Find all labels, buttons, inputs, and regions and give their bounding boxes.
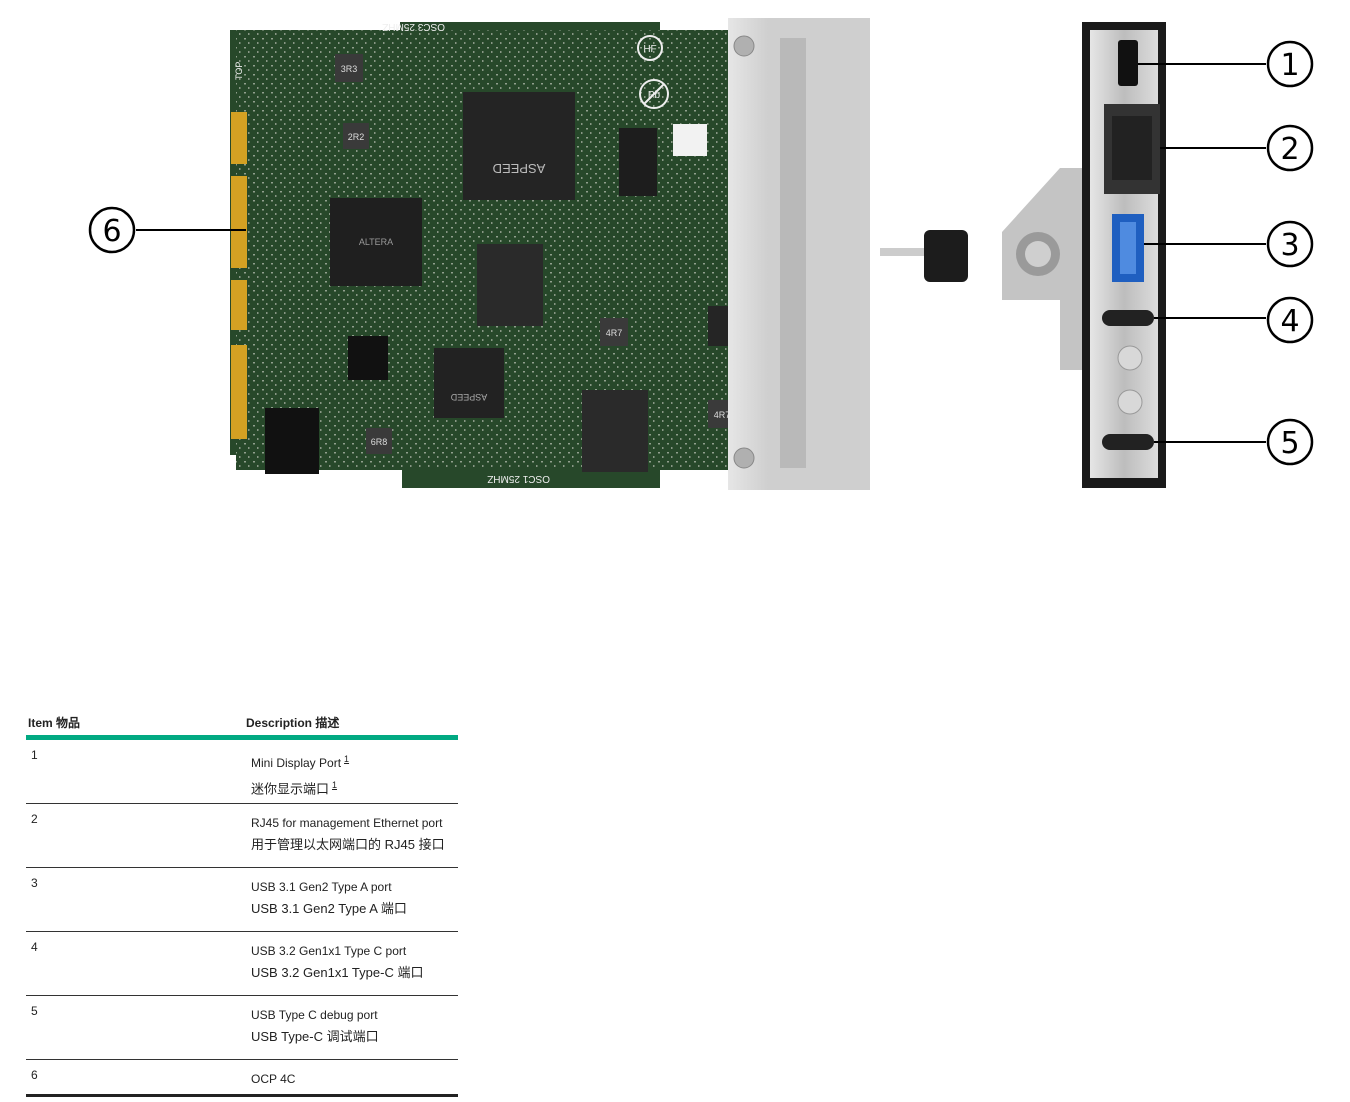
inductor-6r8: 6R8 [366,428,392,454]
footnote-link[interactable]: 1 [344,754,350,764]
callout-4: 4 [1154,296,1314,344]
callout-2: 2 [1160,124,1314,172]
mini-displayport [1118,40,1138,86]
table-row: 5 USB Type C debug port USB Type-C 调试端口 [26,995,458,1060]
svg-text:ALTERA: ALTERA [359,237,393,247]
item-description: RJ45 for management Ethernet port 用于管理以太… [244,803,458,868]
thumbscrew [880,230,968,282]
svg-text:Pb: Pb [648,90,661,101]
item-number: 2 [26,803,244,868]
inductor-4r7-a: 4R7 [600,318,628,346]
bracket-side [728,18,870,490]
callout-1: 1 [1138,40,1314,88]
table-row: 4 USB 3.2 Gen1x1 Type C port USB 3.2 Gen… [26,931,458,996]
callout-6: 6 [88,206,246,254]
table-row: 2 RJ45 for management Ethernet port 用于管理… [26,803,458,868]
item-description: USB Type C debug port USB Type-C 调试端口 [244,995,458,1060]
pin-header [265,336,388,474]
osc-top-label: OSC3 25MHZ [382,21,445,32]
svg-text:5: 5 [1280,426,1299,461]
item-number: 6 [26,1059,244,1097]
svg-text:6: 6 [102,214,121,249]
callout-5: 5 [1154,418,1314,466]
memory-chip [477,244,543,326]
usb-c-port [1102,310,1154,326]
pb-free-mark: Pb [639,79,669,109]
svg-text:4R7: 4R7 [714,410,731,420]
pcb-board: ASPEED ALTERA ASPEED 3R3 2R2 4R7 4R7 6R8… [230,21,748,488]
osc-bottom-label: OSC1 25MHZ [487,473,550,484]
item-description: USB 3.2 Gen1x1 Type C port USB 3.2 Gen1x… [244,931,458,996]
item-description: OCP 4C [244,1059,458,1097]
memory-chip-2 [582,390,648,472]
svg-text:4: 4 [1280,304,1299,339]
item-number: 3 [26,867,244,932]
callout-3: 3 [1144,220,1314,268]
svg-text:ASPEED: ASPEED [493,161,546,176]
item-description: USB 3.1 Gen2 Type A port USB 3.1 Gen2 Ty… [244,867,458,932]
svg-text:3: 3 [1280,228,1299,263]
spec-table: Item 物品 Description 描述 1 Mini Display Po… [26,712,458,1097]
flash-chip [619,128,657,196]
item-number: 4 [26,931,244,996]
svg-text:4R7: 4R7 [606,328,623,338]
header-item: Item 物品 [26,712,244,740]
table-row: 6 OCP 4C [26,1059,458,1097]
svg-text:2R2: 2R2 [348,132,365,142]
gold-fingers [231,112,247,439]
svg-text:1: 1 [1280,48,1299,83]
header-description: Description 描述 [244,712,458,740]
svg-text:3R3: 3R3 [341,64,358,74]
aspeed-chip-small: ASPEED [434,348,504,418]
item-number: 1 [26,737,244,804]
inductor-2r2: 2R2 [343,123,369,149]
inductor-3r3: 3R3 [335,54,363,82]
aspeed-chip: ASPEED [463,92,575,200]
table-row: 3 USB 3.1 Gen2 Type A port USB 3.1 Gen2 … [26,867,458,932]
top-mark: TOP [234,62,244,80]
qr-label [673,124,707,156]
svg-text:HF: HF [643,44,656,55]
footnote-link[interactable]: 1 [332,780,338,790]
item-number: 5 [26,995,244,1060]
svg-text:ASPEED: ASPEED [450,392,487,402]
table-header-row: Item 物品 Description 描述 [26,712,458,740]
hf-mark: HF [637,35,663,61]
usb-c-debug-port [1102,434,1154,450]
ocp-card-figure: ASPEED ALTERA ASPEED 3R3 2R2 4R7 4R7 6R8… [88,18,1314,490]
svg-text:2: 2 [1280,132,1299,167]
svg-text:6R8: 6R8 [371,437,388,447]
faceplate [1002,22,1166,488]
fpga-chip: ALTERA [330,198,422,286]
